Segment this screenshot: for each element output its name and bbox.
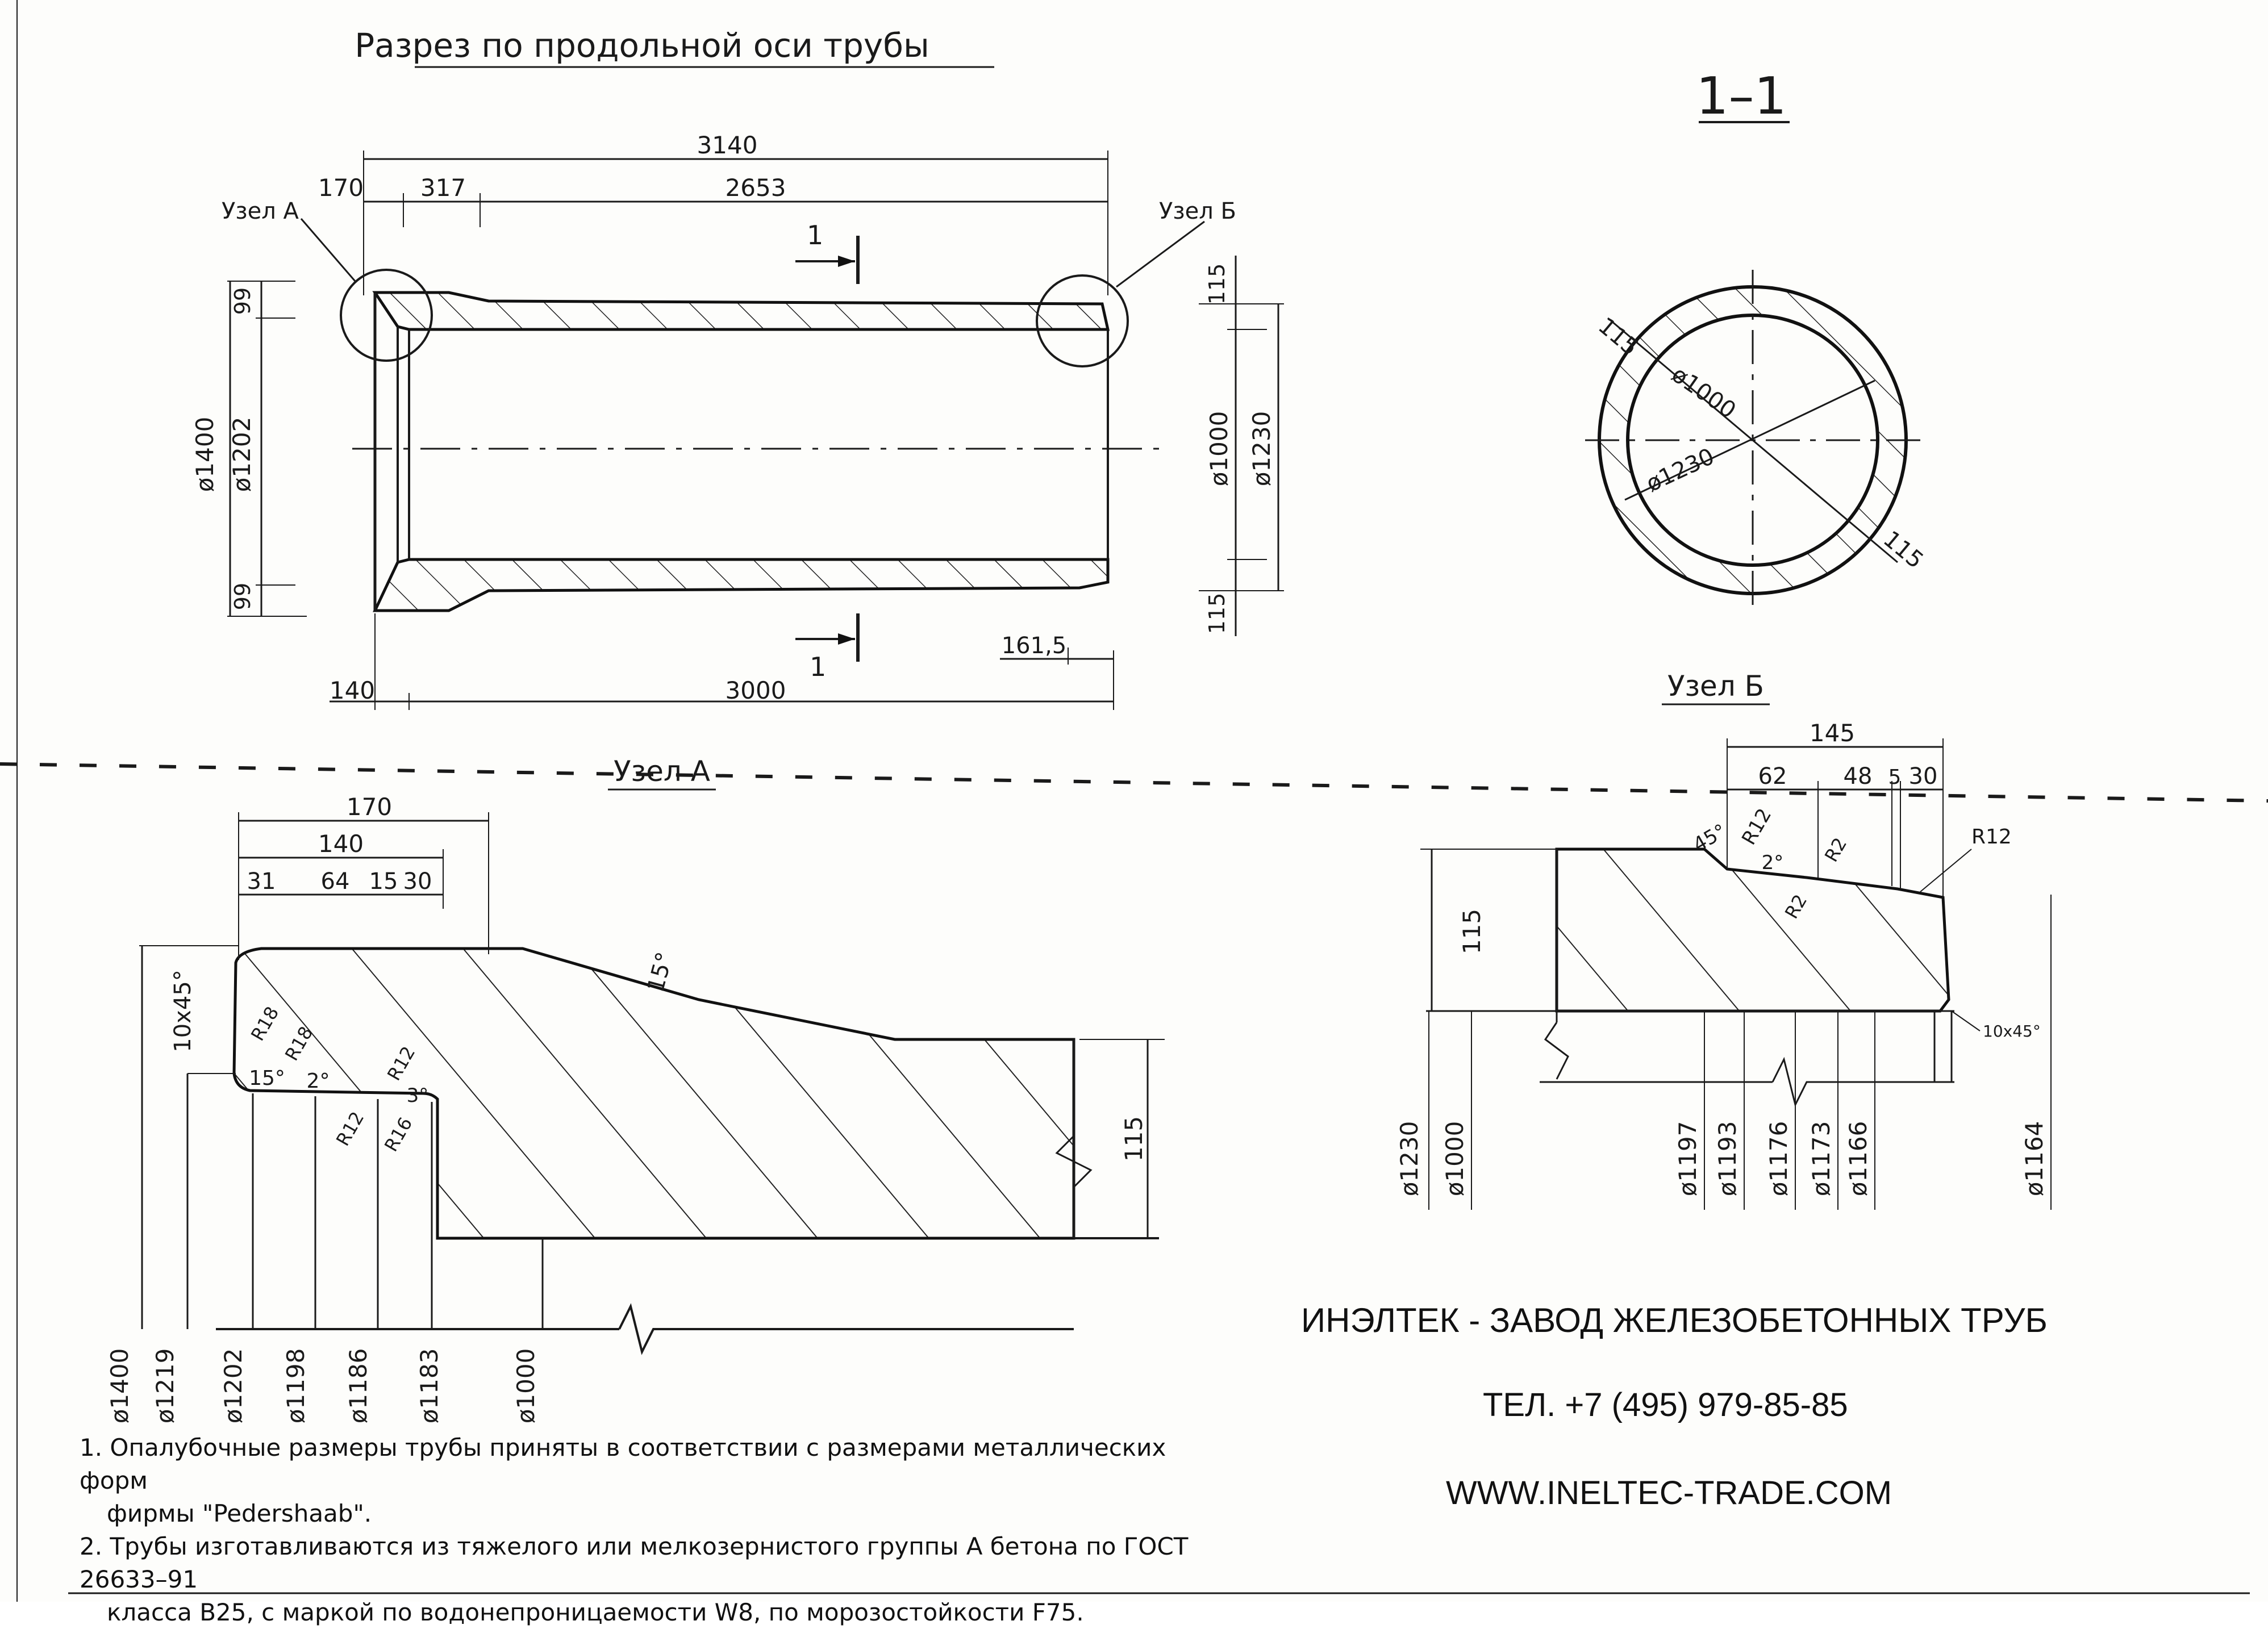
main-left-dimensions: ø1400 ø1202 99 99: [191, 281, 307, 617]
node-b-detail: [1426, 847, 1954, 1108]
cross-section-diagonal-2: [1624, 379, 1875, 501]
node-a-leader: [300, 218, 356, 282]
dim-170: 170: [318, 174, 364, 202]
node-a-wall-115: 115: [1120, 1116, 1148, 1162]
note-2-line-2: класса В25, с маркой по водонепроницаемо…: [107, 1598, 1084, 1626]
node-a-angle-3: 3°: [407, 1084, 429, 1107]
node-b-wall-115: 115: [1458, 909, 1486, 954]
node-b-dim-145: 145: [1810, 719, 1855, 747]
node-b-callout-label: Узел Б: [1159, 198, 1236, 224]
node-a-body: [232, 947, 1075, 1240]
dim-2653: 2653: [726, 174, 786, 202]
node-a-r16: R16: [380, 1113, 416, 1155]
node-a-top-dimensions: 170 140 31 64 15 30: [238, 793, 489, 960]
company-name: ИНЭЛТЕК - ЗАВОД ЖЕЛЕЗОБЕТОННЫХ ТРУБ: [1301, 1301, 2048, 1339]
node-a-angle-15-top: 15°: [643, 949, 678, 995]
cut-mark-bottom-label: 1: [810, 651, 826, 682]
node-b-dia-1193: ø1193: [1713, 1121, 1741, 1197]
node-b-dim-62: 62: [1758, 763, 1787, 790]
dim-115-bottom: 115: [1204, 593, 1229, 634]
node-a-detail: [141, 946, 1159, 1355]
node-b-r12-b: R12: [1971, 825, 2012, 849]
node-a-dim-15: 15: [369, 868, 398, 895]
node-a-dim-170: 170: [347, 793, 392, 821]
dim-3000: 3000: [726, 676, 786, 704]
node-b-r2-a: R2: [1820, 834, 1851, 866]
node-a-dia-1219: ø1219: [151, 1348, 179, 1424]
node-a-r12-b: R12: [332, 1108, 368, 1150]
company-phone: ТЕЛ. +7 (495) 979-85-85: [1483, 1386, 1848, 1423]
note-1-line-1: 1. Опалубочные размеры трубы приняты в с…: [80, 1434, 1166, 1494]
dim-dia-1230: ø1230: [1248, 411, 1275, 487]
section-115-bottom: 115: [1878, 526, 1928, 574]
node-b-dia-1173: ø1173: [1807, 1121, 1835, 1197]
node-b-dia-1166: ø1166: [1844, 1121, 1872, 1197]
node-b-dia-1164: ø1164: [2020, 1121, 2048, 1197]
node-b-dia-1197: ø1197: [1674, 1121, 1702, 1197]
node-a-dia-1400: ø1400: [106, 1348, 134, 1424]
node-a-angle-2: 2°: [307, 1070, 330, 1093]
section-1-1-title: 1–1: [1696, 66, 1787, 126]
dim-99-bottom: 99: [230, 583, 255, 610]
main-right-dimensions: 115 115 ø1000 ø1230: [1199, 256, 1284, 636]
node-b-title: Узел Б: [1667, 670, 1764, 703]
dim-dia-1400: ø1400: [191, 417, 219, 492]
node-b-dia-1230: ø1230: [1395, 1121, 1423, 1197]
node-b-dim-48: 48: [1844, 763, 1873, 790]
main-section-title: Разрез по продольной оси трубы: [355, 26, 929, 65]
node-a-callout-label: Узел А: [222, 198, 299, 224]
node-a-callout-circle: [340, 269, 433, 362]
dim-161-5: 161,5: [1002, 633, 1067, 659]
dim-317: 317: [420, 174, 466, 202]
node-a-dia-1000: ø1000: [512, 1348, 540, 1424]
dim-115-top: 115: [1204, 264, 1229, 305]
node-b-dia-1176: ø1176: [1765, 1121, 1792, 1197]
main-bottom-dimensions: 140 3000 161,5: [330, 613, 1114, 710]
main-top-dimensions: 3140 170 317 2653: [318, 131, 1108, 295]
note-1-line-2: фирмы "Pedershaab".: [107, 1499, 372, 1527]
node-b-angle-2: 2°: [1762, 851, 1784, 874]
node-b-leader: [1116, 220, 1205, 288]
node-a-dia-1198: ø1198: [282, 1348, 310, 1424]
note-2-line-1: 2. Трубы изготавливаются из тяжелого или…: [80, 1532, 1189, 1593]
node-a-dim-31: 31: [247, 868, 276, 895]
node-a-dia-1183: ø1183: [415, 1348, 443, 1424]
node-a-dim-140: 140: [318, 830, 364, 858]
node-a-dim-64: 64: [321, 868, 350, 895]
node-b-r12-a: R12: [1737, 805, 1776, 849]
node-b-dia-1000: ø1000: [1441, 1121, 1469, 1197]
company-website[interactable]: WWW.INELTEC-TRADE.COM: [1446, 1475, 1892, 1511]
node-a-dia-1186: ø1186: [344, 1348, 372, 1424]
node-b-dim-30: 30: [1909, 763, 1938, 790]
dim-99-top: 99: [230, 287, 255, 315]
section-cut-marks: 1 1: [795, 220, 860, 682]
dim-140: 140: [330, 676, 375, 704]
cross-section-diagonal-1: [1607, 317, 1898, 563]
node-a-chamfer: 10x45°: [170, 970, 196, 1052]
dim-3140: 3140: [697, 131, 758, 159]
dim-dia-1202: ø1202: [228, 417, 256, 492]
cut-mark-top-label: 1: [807, 220, 823, 250]
node-b-dim-5: 5: [1888, 766, 1902, 789]
node-a-dia-1202: ø1202: [219, 1348, 247, 1424]
node-b-callout-circle: [1036, 274, 1129, 367]
pipe-longitudinal: [352, 291, 1170, 612]
node-b-body: [1555, 847, 1950, 1013]
node-b-chamfer: 10x45°: [1983, 1022, 2041, 1041]
pipe-cross-section: 115 115 ø1000 ø1230: [1585, 270, 1928, 611]
node-a-dim-30: 30: [403, 868, 432, 895]
dim-dia-1000: ø1000: [1205, 411, 1233, 487]
pipe-bottom-wall: [373, 558, 1110, 612]
node-a-title: Узел А: [614, 755, 710, 788]
node-a-angle-15: 15°: [249, 1067, 285, 1090]
drawing-notes: 1. Опалубочные размеры трубы приняты в с…: [80, 1431, 1210, 1629]
pipe-top-wall: [372, 291, 1110, 331]
